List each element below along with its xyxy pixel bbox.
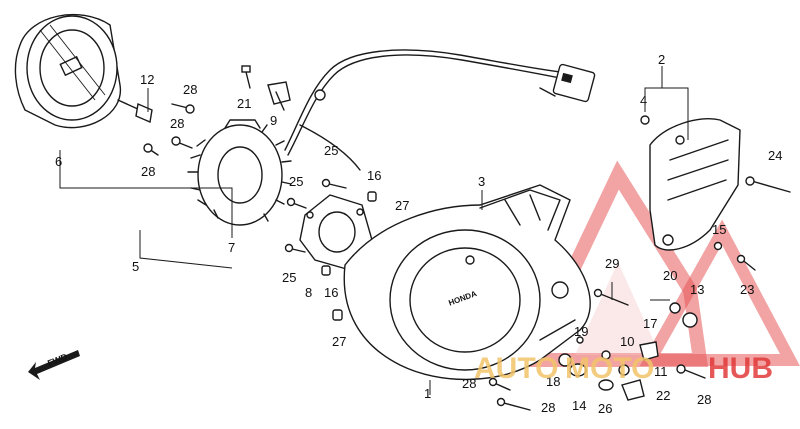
callout-labels: 12 28 28 28 21 9 6 5 7 25 25 25 16 16 8 … xyxy=(55,52,782,416)
callout-11: 11 xyxy=(654,364,668,379)
callout-14: 14 xyxy=(572,398,586,413)
watermark-triangle-inner xyxy=(575,262,660,355)
callout-27: 27 xyxy=(395,198,409,213)
callout-24: 24 xyxy=(768,148,782,163)
callout-28: 28 xyxy=(141,164,155,179)
callout-26: 26 xyxy=(598,401,612,416)
callout-25: 25 xyxy=(324,143,338,158)
callout-12: 12 xyxy=(140,72,154,87)
callout-28: 28 xyxy=(697,392,711,407)
watermark-triangle-small xyxy=(639,219,800,366)
sprocket-bolt-small xyxy=(640,115,650,125)
callout-28: 28 xyxy=(462,376,476,391)
bolt-group-right xyxy=(488,241,756,411)
crankcase-cover xyxy=(343,184,591,381)
callout-28: 28 xyxy=(541,400,555,415)
watermark-auto: AUTO xyxy=(474,352,558,385)
flywheel-rotor xyxy=(14,13,121,129)
flywheel-bolt xyxy=(117,99,153,123)
callout-29: 29 xyxy=(605,256,619,271)
callout-1: 1 xyxy=(424,386,431,401)
callout-7: 7 xyxy=(228,240,235,255)
callout-5: 5 xyxy=(132,259,139,274)
callout-21: 21 xyxy=(237,96,251,111)
callout-27: 27 xyxy=(332,334,346,349)
sprocket-cover xyxy=(649,118,741,251)
clamp-bolt xyxy=(241,65,291,111)
callout-19: 19 xyxy=(574,324,588,339)
callout-4: 4 xyxy=(640,93,647,108)
wiring-harness xyxy=(284,49,596,171)
callout-17: 17 xyxy=(643,316,657,331)
callout-25: 25 xyxy=(282,270,296,285)
callout-8: 8 xyxy=(305,285,312,300)
bolt-group-top xyxy=(143,103,195,156)
callout-15: 15 xyxy=(712,222,726,237)
callout-16: 16 xyxy=(324,285,338,300)
callout-6: 6 xyxy=(55,154,62,169)
leader-lines xyxy=(59,66,689,395)
callout-28: 28 xyxy=(170,116,184,131)
watermark-hub: HUB xyxy=(708,352,773,385)
fwd-arrow xyxy=(28,350,80,380)
watermark-moto: MOTO xyxy=(565,352,654,385)
callout-13: 13 xyxy=(690,282,704,297)
callout-18: 18 xyxy=(546,374,560,389)
callout-28: 28 xyxy=(183,82,197,97)
stator-plate xyxy=(299,194,373,271)
watermark-text: AUTO MOTO HUB xyxy=(474,352,773,385)
fwd-label: FWD xyxy=(46,351,69,368)
callout-22: 22 xyxy=(656,388,670,403)
stator xyxy=(187,119,292,226)
callout-16: 16 xyxy=(367,168,381,183)
callout-2: 2 xyxy=(658,52,665,67)
callout-23: 23 xyxy=(740,282,754,297)
callout-10: 10 xyxy=(620,334,634,349)
callout-9: 9 xyxy=(270,113,277,128)
callout-20: 20 xyxy=(663,268,677,283)
callout-3: 3 xyxy=(478,174,485,189)
callout-25: 25 xyxy=(289,174,303,189)
long-bolt-24 xyxy=(745,176,791,193)
